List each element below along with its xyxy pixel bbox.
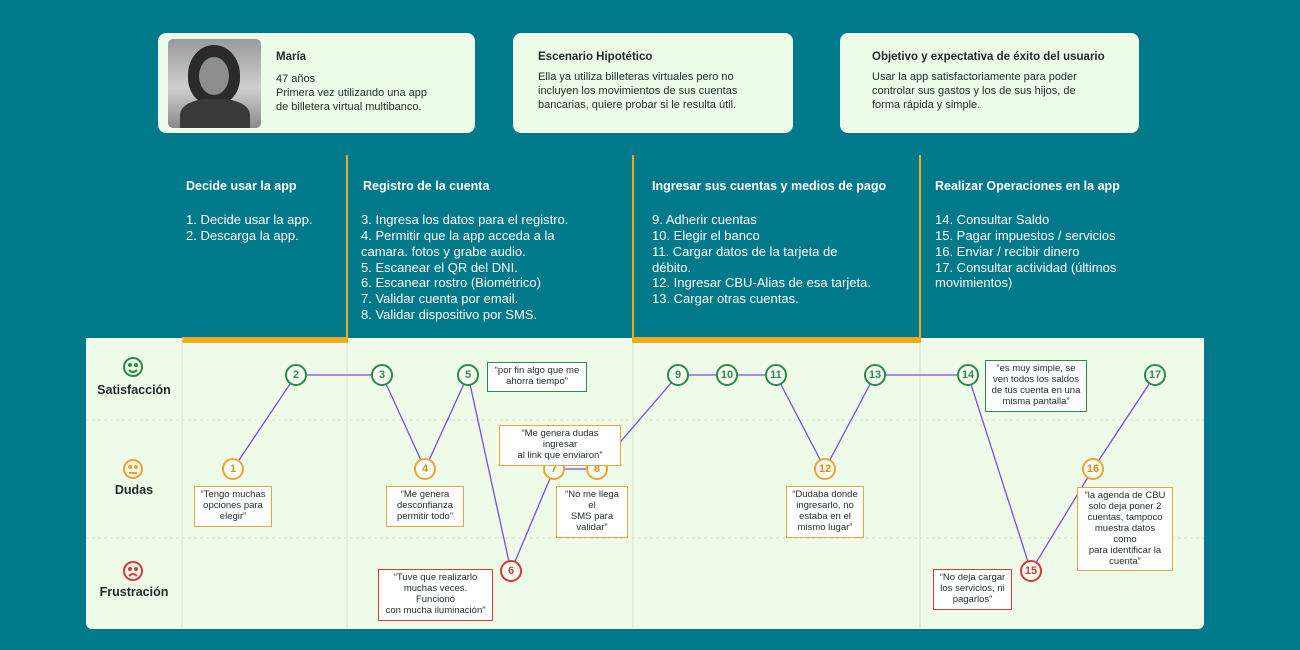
step-marker: 17: [1144, 364, 1166, 386]
phase-step: 11. Cargar datos de la tarjeta de: [652, 243, 838, 259]
goal-card: Objetivo y expectativa de éxito del usua…: [840, 33, 1139, 133]
persona-desc-2: de billetera virtual multibanco.: [276, 100, 422, 113]
neutral-face-icon: [123, 459, 143, 479]
step-marker: 14: [957, 364, 979, 386]
goal-line: Usar la app satisfactoriamente para pode…: [872, 71, 1077, 83]
phase-title: Registro de la cuenta: [363, 179, 490, 193]
step-marker: 9: [667, 364, 689, 386]
phase-steps: 1. Decide usar la app. 2. Descarga la ap…: [186, 212, 312, 244]
phase-step: 1. Decide usar la app.: [186, 212, 313, 227]
phase-divider: [346, 155, 348, 343]
scenario-line: incluyen los movimientos de sus cuentas: [538, 84, 738, 97]
scenario-line: bancarias, quiere probar si le resulta ú…: [538, 98, 737, 111]
phase-title: Ingresar sus cuentas y medios de pago: [652, 179, 887, 193]
phase-divider: [919, 155, 921, 343]
phase-decide: Decide usar la app 1. Decide usar la app…: [186, 155, 346, 337]
phase-step: movimientos): [935, 275, 1013, 291]
phase-step: 9. Adherir cuentas: [652, 212, 757, 227]
row-label-doubts: Dudas: [114, 483, 154, 497]
step-marker: 1: [222, 458, 244, 480]
persona-desc-1: Primera vez utilizando una app: [276, 86, 428, 99]
phase-step: 12. Ingresar CBU-Alias de esa tarjeta.: [652, 275, 871, 291]
goal-line: controlar sus gastos y los de sus hijos,…: [872, 84, 1076, 97]
phase-divider: [632, 155, 634, 343]
persona-name: María: [276, 51, 307, 63]
phase-step: camara. fotos y grabe audio.: [361, 243, 526, 259]
phase-step: 16. Enviar / recibir dinero: [935, 243, 1080, 259]
phase-register: Registro de la cuenta 3. Ingresa los dat…: [361, 155, 623, 337]
phase-title: Decide usar la app: [186, 179, 297, 193]
phase-step: 2. Descarga la app.: [186, 227, 299, 243]
sad-face-icon: [123, 561, 143, 581]
goal-line: forma rápida y simple.: [872, 98, 981, 111]
phase-steps: 14. Consultar Saldo 15. Pagar impuestos …: [935, 212, 1116, 291]
persona-age: 47 años: [276, 73, 316, 85]
phase-step: 4. Permitir que la app acceda a la: [361, 227, 555, 243]
step-marker: 16: [1082, 458, 1104, 480]
phase-step: 6. Escanear rostro (Biométrico): [361, 275, 541, 291]
step-marker: 13: [864, 364, 886, 386]
goal-title: Objetivo y expectativa de éxito del usua…: [872, 51, 1105, 63]
step-marker: 4: [414, 458, 436, 480]
step-marker: 15: [1020, 560, 1042, 582]
phase-accounts: Ingresar sus cuentas y medios de pago 9.…: [652, 155, 912, 337]
phase-step: 7. Validar cuenta por email.: [361, 291, 519, 307]
phase-step: 5. Escanear el QR del DNI.: [361, 259, 518, 275]
phase-step: 15. Pagar impuestos / servicios: [935, 227, 1116, 243]
phase-steps: 3. Ingresa los datos para el registro. 4…: [361, 212, 568, 323]
phase-bar: [633, 337, 920, 343]
phase-step: 14. Consultar Saldo: [935, 212, 1050, 227]
scenario-card: Escenario Hipotético Ella ya utiliza bil…: [513, 33, 793, 133]
phase-step: 8. Validar dispositivo por SMS.: [361, 307, 538, 323]
persona-photo: [168, 39, 261, 128]
step-marker: 3: [371, 364, 393, 386]
step-marker: 11: [765, 364, 787, 386]
step-marker: 5: [457, 364, 479, 386]
phase-title: Realizar Operaciones en la app: [935, 179, 1120, 193]
phase-step: débito.: [652, 259, 692, 275]
phase-steps: 9. Adherir cuentas 10. Elegir el banco 1…: [652, 212, 871, 307]
scenario-title: Escenario Hipotético: [538, 51, 653, 63]
row-label-satisfaction: Satisfacción: [97, 383, 171, 397]
scenario-line: Ella ya utiliza billeteras virtuales per…: [538, 71, 734, 83]
phase-operations: Realizar Operaciones en la app 14. Consu…: [935, 155, 1195, 337]
smile-icon: [123, 357, 143, 377]
step-marker: 10: [716, 364, 738, 386]
step-marker: 6: [500, 560, 522, 582]
step-marker: 12: [814, 458, 836, 480]
phase-step: 3. Ingresa los datos para el registro.: [361, 212, 569, 227]
phase-step: 10. Elegir el banco: [652, 227, 760, 243]
phase-step: 13. Cargar otras cuentas.: [652, 291, 799, 307]
phase-step: 17. Consultar actividad (últimos: [935, 259, 1117, 275]
row-label-frustration: Frustración: [99, 585, 169, 599]
phase-bar: [182, 337, 347, 343]
persona-card: María 47 años Primera vez utilizando una…: [158, 33, 475, 133]
step-marker: 2: [285, 364, 307, 386]
